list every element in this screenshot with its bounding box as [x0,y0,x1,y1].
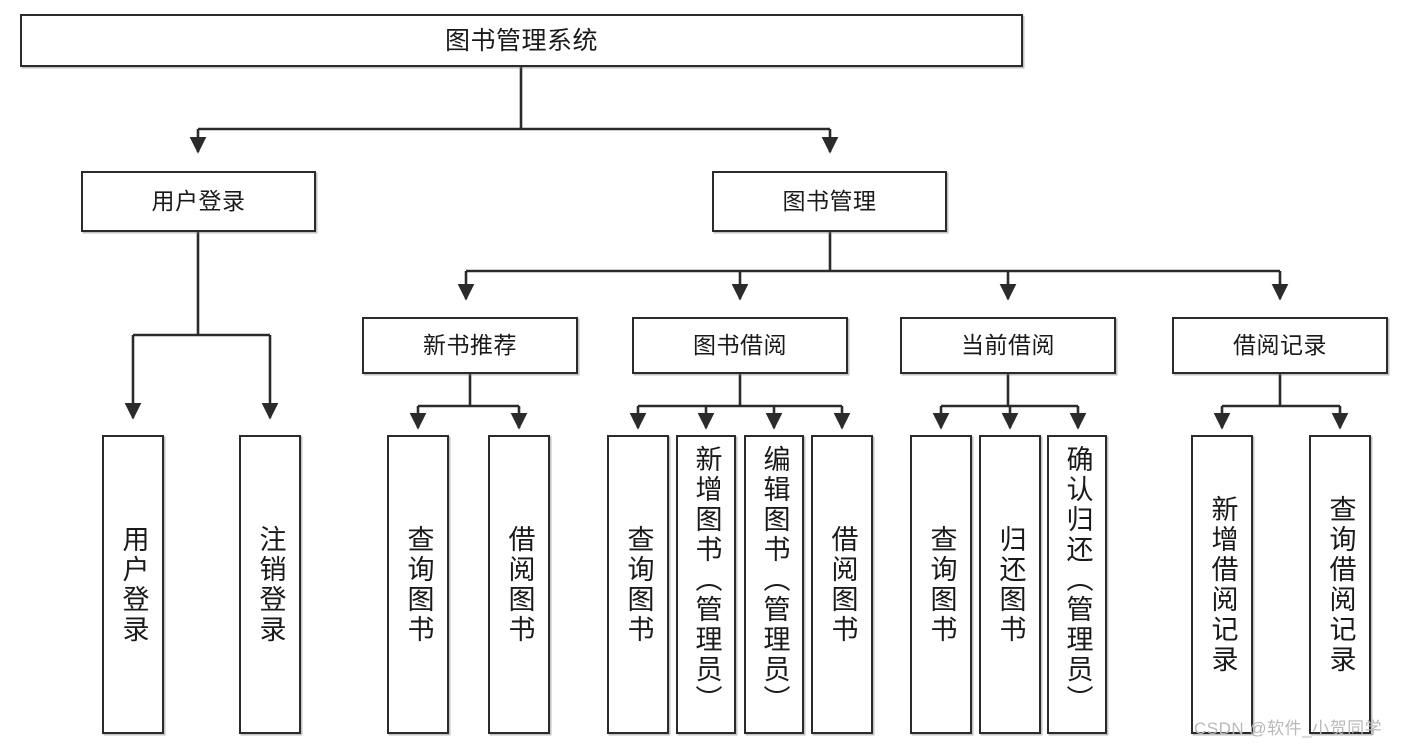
node-borrow-record[interactable]: 借阅记录 [1172,317,1388,374]
node-label: 用户登录 [151,187,246,214]
node-label: 借阅图书 [827,524,858,645]
node-label: 查询图书 [623,524,654,645]
leaf-user-login-login[interactable]: 用户登录 [102,435,164,734]
node-book-borrow[interactable]: 图书借阅 [632,317,848,374]
node-book-management[interactable]: 图书管理 [712,171,947,232]
node-user-login[interactable]: 用户登录 [81,171,316,232]
leaf-user-login-logout[interactable]: 注销登录 [239,435,301,734]
node-label: 新书推荐 [423,331,517,358]
node-root-book-management-system[interactable]: 图书管理系统 [20,14,1023,67]
node-label: 借阅图书 [504,524,535,645]
node-label: 查询借阅记录 [1325,494,1356,675]
node-label: 查询图书 [403,524,434,645]
leaf-book-borrow-query-book[interactable]: 查询图书 [607,435,669,734]
node-current-borrow[interactable]: 当前借阅 [900,317,1116,374]
node-new-book-recommend[interactable]: 新书推荐 [362,317,578,374]
leaf-borrow-record-query-record[interactable]: 查询借阅记录 [1309,435,1371,734]
leaf-current-borrow-confirm-return-admin[interactable]: 确认归还（管理员） [1047,435,1107,734]
node-label: 当前借阅 [961,331,1055,358]
watermark-text: CSDN @软件_小贺同学 [1194,719,1383,738]
node-label: 图书借阅 [693,331,787,358]
node-label: 借阅记录 [1233,331,1327,358]
node-label: 图书管理系统 [444,26,598,55]
node-label: 归还图书 [995,524,1026,645]
node-label: 用户登录 [118,524,149,645]
node-label: 确认归还（管理员） [1062,445,1093,715]
node-label: 新增图书（管理员） [691,445,722,715]
node-label: 新增借阅记录 [1207,494,1238,675]
leaf-book-borrow-add-book-admin[interactable]: 新增图书（管理员） [676,435,736,734]
leaf-new-book-query-book[interactable]: 查询图书 [387,435,449,734]
leaf-book-borrow-borrow-book[interactable]: 借阅图书 [811,435,873,734]
node-label: 注销登录 [255,524,286,645]
node-label: 图书管理 [782,187,877,214]
leaf-book-borrow-edit-book-admin[interactable]: 编辑图书（管理员） [744,435,804,734]
leaf-borrow-record-add-record[interactable]: 新增借阅记录 [1191,435,1253,734]
node-label: 编辑图书（管理员） [759,445,790,715]
node-label: 查询图书 [926,524,957,645]
leaf-current-borrow-return-book[interactable]: 归还图书 [979,435,1041,734]
leaf-current-borrow-query-book[interactable]: 查询图书 [910,435,972,734]
leaf-new-book-borrow-book[interactable]: 借阅图书 [488,435,550,734]
